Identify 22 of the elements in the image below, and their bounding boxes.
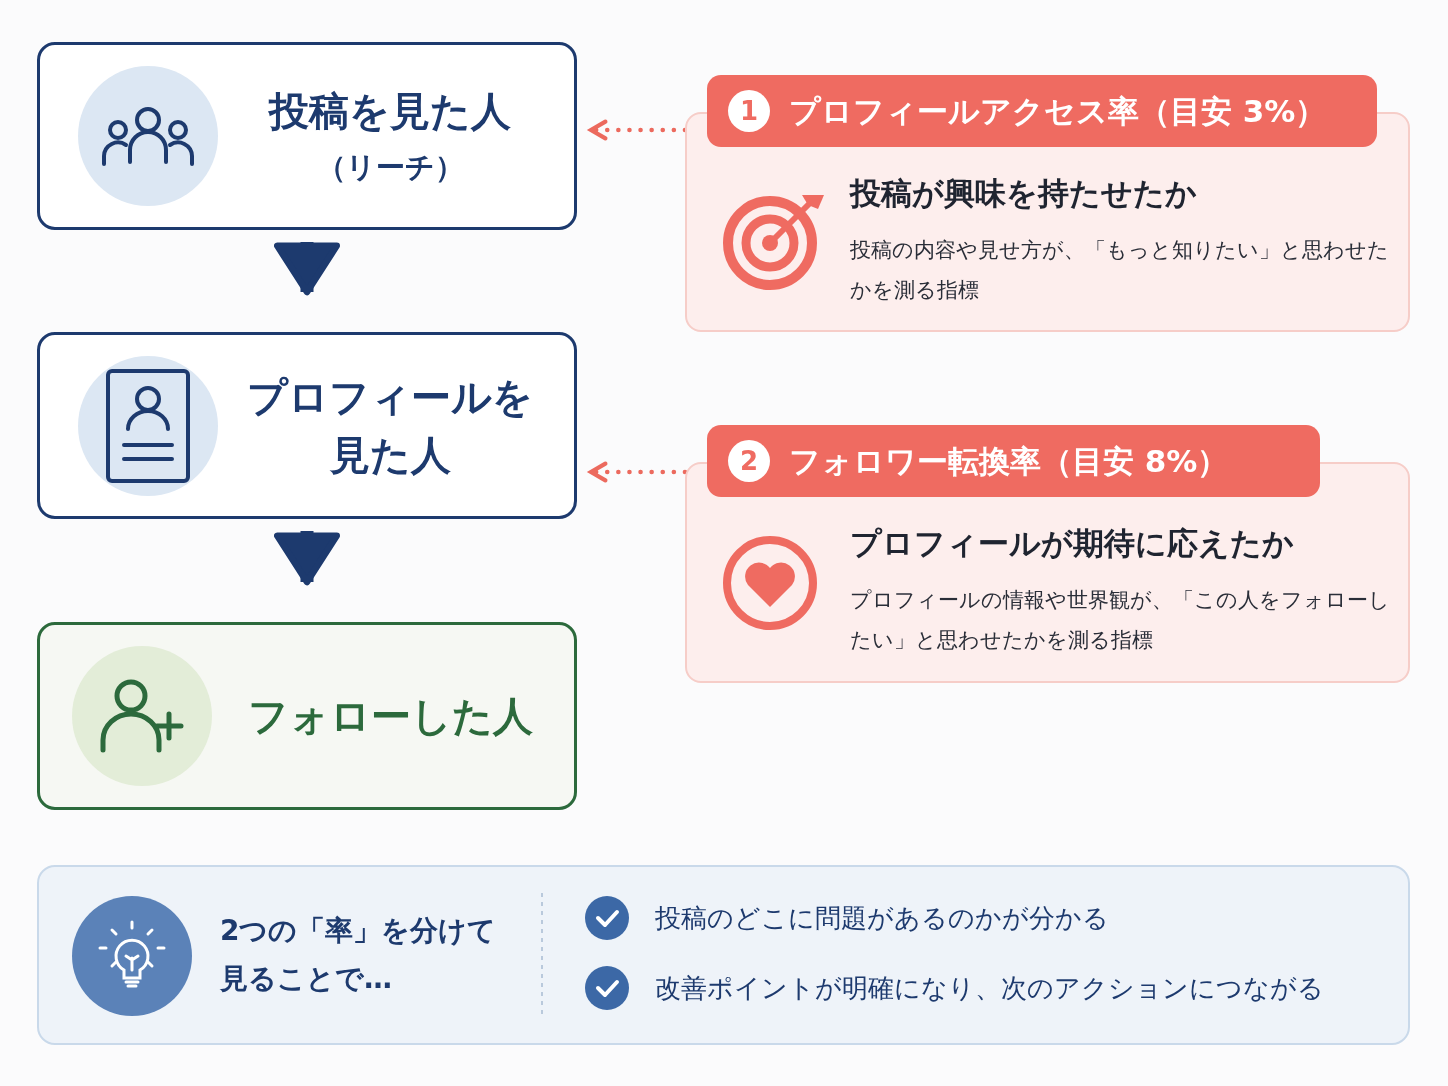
dotted-arrow [588, 461, 688, 483]
step-title: フォローした人 [247, 692, 533, 741]
step-box [37, 332, 577, 519]
step-box [37, 42, 577, 230]
card-description: プロフィールの情報や世界観が、「この人をフォローしたい」と思わせたかを測る指標 [850, 587, 1391, 654]
card-description: 投稿の内容や見せ方が、「もっと知りたい」と思わせたかを測る指標 [850, 237, 1390, 304]
summary-lead: 2つの「率」を分けて見ることで… [220, 913, 498, 997]
down-arrow [274, 242, 340, 296]
card-heading: 投稿が興味を持たせたか [850, 174, 1197, 213]
rate-title: フォロワー転換率（目安 8%） [789, 442, 1229, 481]
benefit-text: 改善ポイントが明確になり、次のアクションにつながる [655, 972, 1324, 1005]
step-subtitle: （リーチ） [316, 149, 464, 187]
card-heading: プロフィールが期待に応えたか [850, 524, 1294, 563]
number-badge: 1 [728, 90, 770, 132]
number-badge: 2 [728, 440, 770, 482]
step-title: 投稿を見た人 [269, 87, 511, 137]
step-title: プロフィールを見た人 [246, 372, 534, 480]
rate-title: プロフィールアクセス率（目安 3%） [789, 92, 1327, 131]
benefit-text: 投稿のどこに問題があるのかが分かる [655, 902, 1109, 935]
summary-panel [37, 865, 1410, 1045]
step-box [37, 622, 577, 810]
down-arrow [274, 531, 340, 586]
